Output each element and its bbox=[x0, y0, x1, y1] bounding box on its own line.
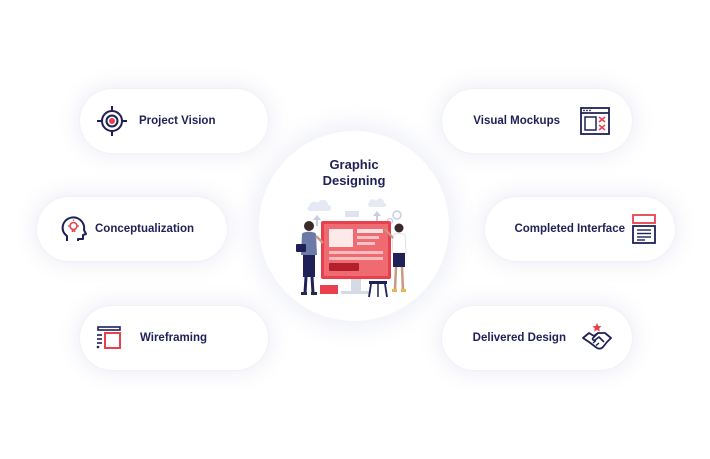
step-label-conceptualization: Conceptualization bbox=[95, 223, 195, 235]
handshake-icon bbox=[580, 321, 614, 355]
step-label-project-vision: Project Vision bbox=[139, 115, 216, 127]
center-title-line1: Graphic bbox=[329, 157, 379, 172]
head-lightbulb-icon bbox=[57, 212, 91, 246]
center-title-line2: Designing bbox=[322, 173, 386, 188]
center-hub: Graphic Designing bbox=[259, 131, 449, 321]
center-title: Graphic Designing bbox=[259, 157, 449, 189]
designers-illustration bbox=[289, 193, 419, 306]
wireframe-icon bbox=[92, 321, 126, 355]
step-label-completed-interface: Completed Interface bbox=[514, 223, 625, 235]
step-project-vision: Project Vision bbox=[80, 89, 268, 153]
step-label-wireframing: Wireframing bbox=[140, 332, 207, 344]
document-layout-icon bbox=[627, 212, 661, 246]
step-completed-interface: Completed Interface bbox=[485, 197, 675, 261]
step-visual-mockups: Visual Mockups bbox=[442, 89, 632, 153]
target-icon bbox=[95, 104, 129, 138]
step-wireframing: Wireframing bbox=[80, 306, 268, 370]
step-delivered-design: Delivered Design bbox=[442, 306, 632, 370]
browser-mockup-icon bbox=[578, 104, 612, 138]
step-conceptualization: Conceptualization bbox=[37, 197, 227, 261]
step-label-delivered-design: Delivered Design bbox=[472, 332, 566, 344]
step-label-visual-mockups: Visual Mockups bbox=[473, 115, 560, 127]
